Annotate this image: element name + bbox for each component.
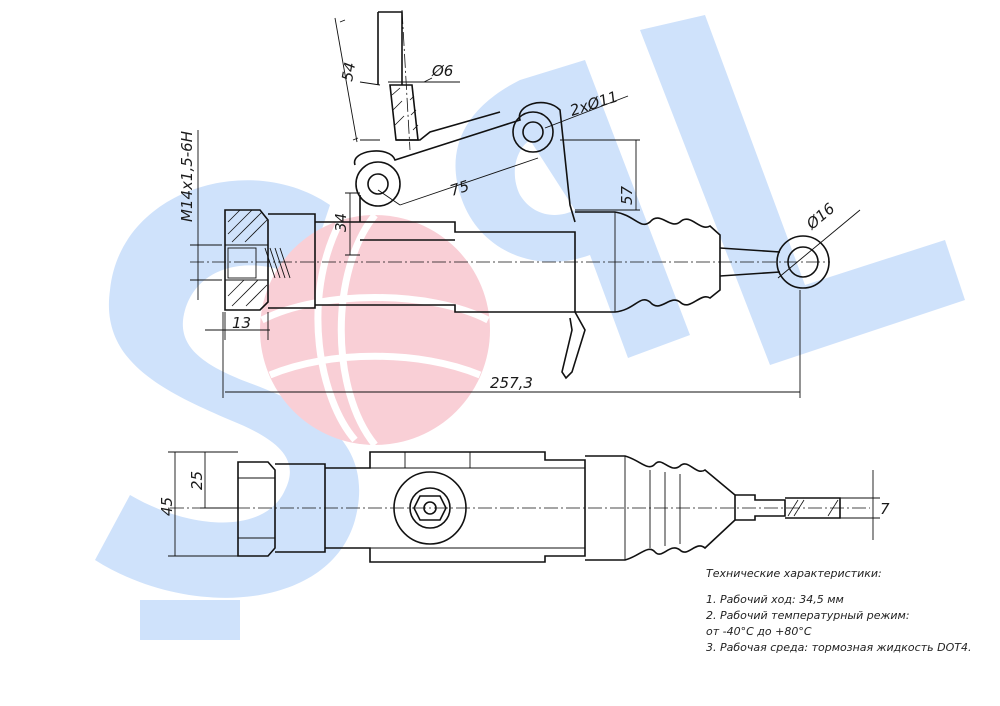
dim-34: 34 bbox=[332, 213, 350, 232]
pipe-hatch bbox=[391, 87, 419, 131]
watermark bbox=[95, 15, 965, 640]
dim-25: 25 bbox=[188, 471, 206, 490]
watermark-letter-p bbox=[455, 60, 690, 358]
technical-notes: Технические характеристики: 1. Рабочий х… bbox=[706, 566, 996, 656]
top-view bbox=[190, 9, 861, 398]
note-line-2: 2. Рабочий температурный режим: bbox=[706, 609, 910, 622]
dim-257: 257,3 bbox=[490, 374, 533, 392]
dim-d16: Ø16 bbox=[802, 199, 838, 233]
dim-7: 7 bbox=[880, 500, 890, 518]
nut-hatch bbox=[227, 209, 268, 307]
dim-thread: M14x1,5-6H bbox=[178, 131, 196, 222]
bottom-view bbox=[168, 451, 880, 563]
note-line-1: 1. Рабочий ход: 34,5 мм bbox=[706, 593, 844, 606]
watermark-letter-s bbox=[95, 180, 360, 598]
watermark-globe bbox=[260, 215, 490, 445]
watermark-globe-lines bbox=[260, 212, 490, 448]
rod-hatch bbox=[787, 499, 839, 517]
watermark-bar bbox=[140, 600, 240, 640]
note-line-4: 3. Рабочая среда: тормозная жидкость DOT… bbox=[706, 641, 972, 654]
dim-45: 45 bbox=[158, 497, 176, 516]
dim-d6: Ø6 bbox=[431, 62, 453, 80]
dim-57: 57 bbox=[618, 185, 636, 205]
notes-title: Технические характеристики: bbox=[706, 567, 882, 580]
watermark-letter-l bbox=[640, 15, 965, 365]
note-line-3: от -40°С до +80°С bbox=[706, 625, 812, 638]
dim-54: 54 bbox=[338, 61, 359, 83]
dim-75: 75 bbox=[448, 177, 472, 200]
dim-13: 13 bbox=[232, 314, 251, 332]
